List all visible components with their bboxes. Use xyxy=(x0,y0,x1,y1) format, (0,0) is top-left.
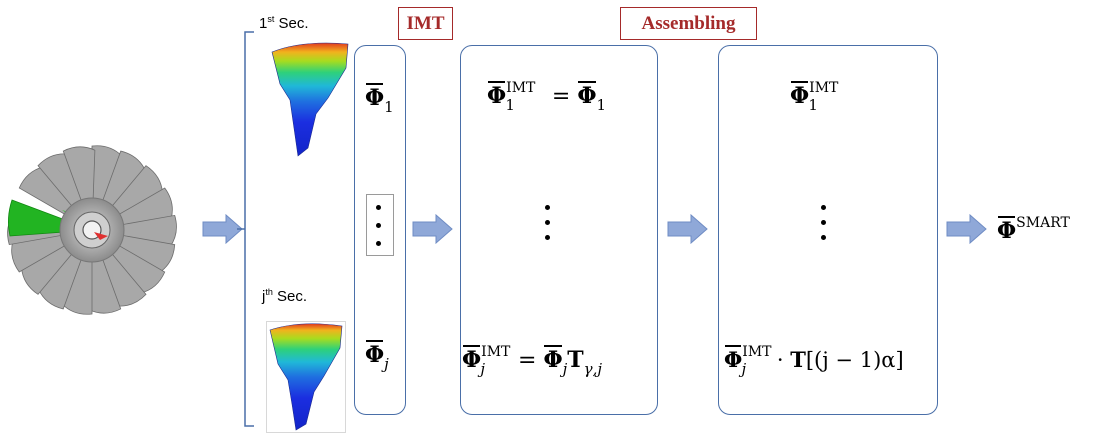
imt-equations-box xyxy=(460,45,658,415)
vertical-ellipsis-icon xyxy=(376,205,382,247)
jth-sector-frame xyxy=(266,321,346,433)
right-block-arrow-icon xyxy=(946,214,987,244)
phi-1-imt-equation: ΦIMT1 = Φ1 xyxy=(487,80,607,114)
phi-j-rotated-term: ΦIMTj · T[(j − 1)α] xyxy=(724,344,904,378)
vertical-ellipsis-icon xyxy=(821,205,827,247)
sector-bracket xyxy=(237,31,254,427)
blade-sector-contour-icon xyxy=(271,42,349,157)
assembling-step-tag: Assembling xyxy=(620,7,757,40)
phi-1-symbol: Φ1 xyxy=(365,83,394,116)
phi-j-symbol: Φj xyxy=(365,340,389,373)
bladed-disk-rotor-icon xyxy=(7,145,177,315)
right-block-arrow-icon xyxy=(412,214,453,244)
phi-1-imt-term: ΦIMT1 xyxy=(790,80,839,114)
blade-sector-contour-icon xyxy=(269,323,343,431)
phi-smart-result: ΦSMART xyxy=(997,215,1070,244)
phi-j-imt-equation: ΦIMTj = ΦjTγ,j xyxy=(462,344,603,378)
imt-step-tag: IMT xyxy=(398,7,453,40)
right-block-arrow-icon xyxy=(667,214,708,244)
ellipsis-box xyxy=(366,194,394,256)
vertical-ellipsis-icon xyxy=(545,205,551,247)
right-block-arrow-icon xyxy=(202,214,243,244)
sector-modes-box xyxy=(354,45,406,415)
first-sector-label: 1st Sec. xyxy=(259,14,309,32)
assembling-box xyxy=(718,45,938,415)
jth-sector-label: jth Sec. xyxy=(262,287,308,305)
